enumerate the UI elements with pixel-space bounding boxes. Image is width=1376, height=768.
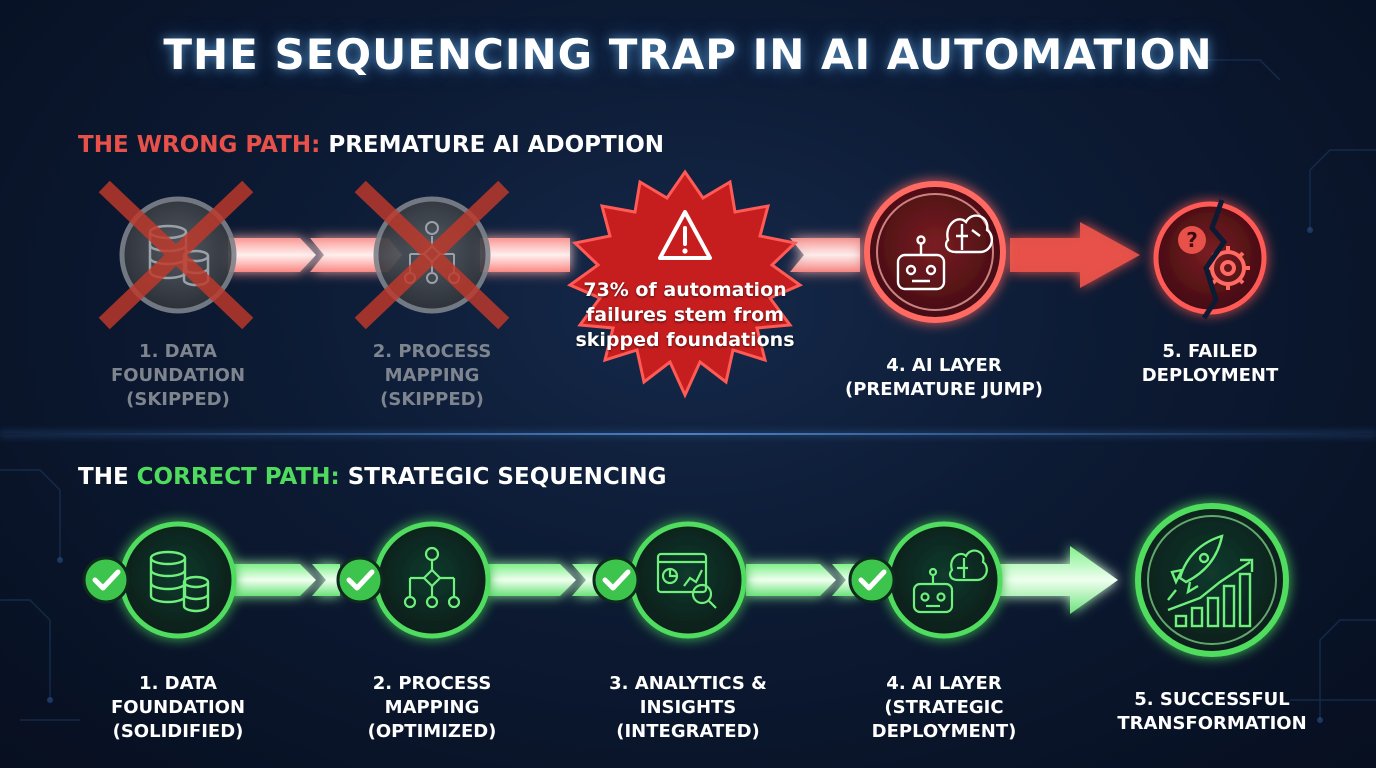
- correct-step-2-line-3: (OPTIMIZED): [367, 721, 497, 742]
- correct-step-2-line-1: 2. PROCESS: [372, 673, 492, 694]
- correct-step-1-label: 1. DATA FOUNDATION (SOLIDIFIED): [111, 672, 245, 744]
- rocket-growth-icon: [1167, 534, 1254, 628]
- wrong-step-1-line-3: (SKIPPED): [126, 389, 230, 410]
- check-badge-2: [336, 556, 384, 604]
- wrong-path-heading-rest: PREMATURE AI ADOPTION: [320, 132, 665, 158]
- page-title: THE SEQUENCING TRAP IN AI AUTOMATION: [163, 30, 1213, 79]
- wrong-step-5-label: 5. FAILED DEPLOYMENT: [1142, 340, 1279, 388]
- correct-path-heading: THE CORRECT PATH: STRATEGIC SEQUENCING: [78, 464, 666, 490]
- wrong-path-heading-prefix: THE WRONG PATH:: [78, 132, 321, 158]
- analytics-dashboard-icon: [656, 552, 717, 609]
- wrong-step-5-line-1: 5. FAILED: [1162, 341, 1258, 362]
- wrong-step-2-line-2: MAPPING: [384, 365, 480, 386]
- correct-path-heading-prefix: THE: [78, 464, 137, 490]
- warning-starburst: [566, 169, 804, 399]
- correct-step-3-line-2: INSIGHTS: [639, 697, 737, 718]
- correct-path-flow: [82, 503, 1289, 657]
- correct-step-5-line-2: TRANSFORMATION: [1117, 713, 1307, 734]
- broken-gear-question-icon: ?: [1178, 199, 1250, 320]
- correct-step-4-line-1: 4. AI LAYER: [886, 673, 1002, 694]
- correct-step-5-line-1: 5. SUCCESSFUL: [1134, 689, 1290, 710]
- correct-step-4-line-2: (STRATEGIC: [884, 697, 1004, 718]
- wrong-step-2-line-1: 2. PROCESS: [372, 341, 492, 362]
- check-badge-4: [848, 556, 896, 604]
- wrong-path-arrow-band: [228, 222, 1140, 288]
- wrong-step-1-node: [98, 180, 254, 330]
- correct-path-heading-highlight: CORRECT PATH:: [136, 464, 340, 490]
- red-x-icon: [354, 180, 510, 330]
- warning-stat-line-3: skipped foundations: [575, 329, 795, 351]
- correct-step-3-label: 3. ANALYTICS & INSIGHTS (INTEGRATED): [609, 672, 767, 744]
- correct-step-2-node: [373, 521, 491, 639]
- red-x-icon: [98, 180, 254, 330]
- wrong-step-4-label: 4. AI LAYER (PREMATURE JUMP): [845, 354, 1043, 402]
- check-badge-1: [82, 556, 130, 604]
- robot-brain-icon: [912, 549, 988, 614]
- wrong-step-2-node: [354, 180, 510, 330]
- correct-step-5-label: 5. SUCCESSFUL TRANSFORMATION: [1117, 688, 1306, 736]
- wrong-step-1-label: 1. DATA FOUNDATION (SKIPPED): [111, 340, 245, 412]
- robot-brain-icon: [896, 214, 994, 291]
- database-icon: [149, 550, 210, 613]
- correct-step-2-line-2: MAPPING: [384, 697, 480, 718]
- correct-step-4-node: [885, 521, 1003, 639]
- wrong-step-1-line-1: 1. DATA: [139, 341, 217, 362]
- wrong-step-1-line-2: FOUNDATION: [110, 365, 246, 386]
- correct-step-3-line-3: (INTEGRATED): [616, 721, 760, 742]
- correct-step-2-label: 2. PROCESS MAPPING (OPTIMIZED): [368, 672, 497, 744]
- correct-step-1-line-1: 1. DATA: [139, 673, 217, 694]
- correct-step-1-node: [119, 521, 237, 639]
- section-divider: [0, 433, 1376, 435]
- correct-path-arrow-band: [230, 546, 1118, 614]
- warning-stat-line-2: failures stem from: [586, 304, 784, 326]
- warning-stat-line-1: 73% of automation: [583, 279, 787, 301]
- check-badge-3: [592, 556, 640, 604]
- correct-step-3-line-1: 3. ANALYTICS &: [609, 673, 767, 694]
- svg-text:?: ?: [1186, 228, 1198, 252]
- wrong-path-heading: THE WRONG PATH: PREMATURE AI ADOPTION: [78, 132, 664, 158]
- wrong-step-2-label: 2. PROCESS MAPPING (SKIPPED): [373, 340, 492, 412]
- wrong-step-2-line-3: (SKIPPED): [380, 389, 484, 410]
- correct-step-4-label: 4. AI LAYER (STRATEGIC DEPLOYMENT): [872, 672, 1017, 744]
- correct-step-1-line-2: FOUNDATION: [110, 697, 246, 718]
- correct-step-1-line-3: (SOLIDIFIED): [112, 721, 244, 742]
- wrong-step-5-line-2: DEPLOYMENT: [1141, 365, 1279, 386]
- wrong-step-4-line-2: (PREMATURE JUMP): [845, 379, 1043, 400]
- correct-step-5-node: [1135, 503, 1289, 657]
- correct-step-4-line-3: DEPLOYMENT): [871, 721, 1017, 742]
- process-flow-icon: [403, 546, 461, 609]
- warning-stat-text: 73% of automation failures stem from ski…: [560, 278, 810, 353]
- warning-triangle-icon: [658, 210, 712, 260]
- wrong-path-flow: ?: [98, 169, 1267, 399]
- correct-path-heading-rest: STRATEGIC SEQUENCING: [339, 464, 667, 490]
- wrong-step-4-line-1: 4. AI LAYER: [886, 355, 1002, 376]
